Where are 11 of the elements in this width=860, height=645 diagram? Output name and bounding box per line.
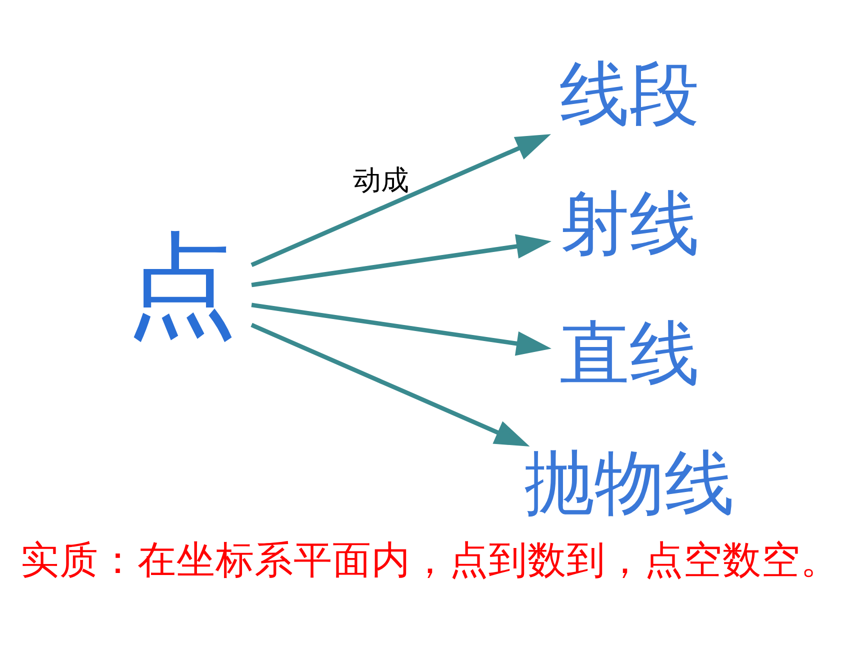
node-text: 射线 [560, 182, 700, 264]
node-text: 直线 [560, 312, 700, 394]
node-text: 线段 [560, 52, 700, 135]
arrow [251, 302, 552, 356]
arrow [251, 234, 552, 287]
edge-label: 动成 [352, 163, 409, 196]
arrow [250, 134, 551, 267]
caption: 实质：在坐标系平面内，点到数到，点空数空。 [20, 537, 840, 582]
node-text: 抛物线 [524, 441, 735, 524]
node-text: 点 [125, 220, 238, 350]
arrow [250, 322, 530, 446]
